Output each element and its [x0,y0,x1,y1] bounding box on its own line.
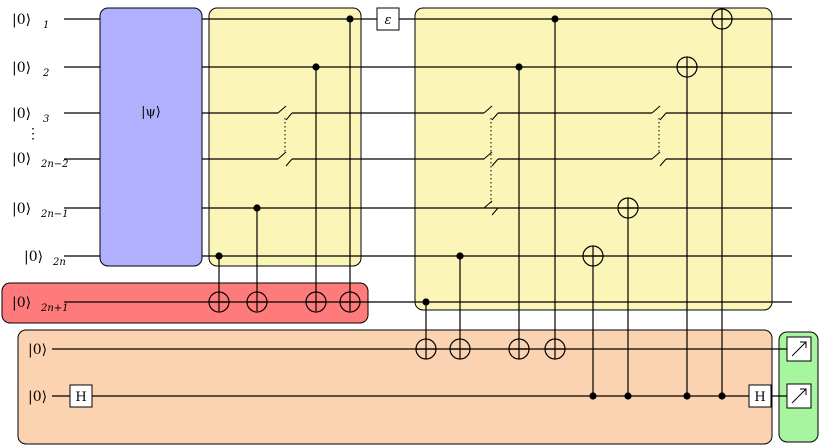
qubit-label-2n: |0⟩ 2n [24,249,66,268]
svg-text:|0⟩: |0⟩ [12,12,31,28]
vertical-ellipsis: ⋮ [26,126,40,142]
svg-text:3: 3 [43,114,49,125]
svg-text:2n−2: 2n−2 [40,159,69,170]
cnot-block1 [208,15,361,313]
control-dot [683,392,691,400]
qubit-label-2: |0⟩ 2 [12,60,49,79]
control-dot [624,392,632,400]
svg-text:|0⟩: |0⟩ [12,151,31,167]
measurement-meter-1 [786,336,812,362]
svg-text:1: 1 [43,20,49,31]
probe-label-2: |0⟩ [28,389,47,405]
control-dot [551,15,559,23]
control-dot [312,63,320,71]
svg-text:|0⟩: |0⟩ [12,295,31,311]
svg-text:|0⟩: |0⟩ [12,106,31,122]
hadamard-gate-right [748,384,772,408]
epsilon-gate [376,7,400,31]
ancilla-label: |0⟩ 2n+1 [12,295,69,314]
oracle-block-1 [208,7,362,267]
psi-gate [99,7,203,267]
ancilla-block [1,282,369,324]
svg-text:2: 2 [42,68,49,79]
qubit-label-2n-2: |0⟩ 2n−2 [12,151,69,170]
control-dot [215,252,223,260]
svg-text:|0⟩: |0⟩ [12,60,31,76]
probe-block [17,329,773,445]
wire-breaks [277,105,667,216]
qubit-label-3: |0⟩ 3 [12,106,49,125]
cnot-block2 [415,15,566,360]
control-dot [456,252,464,260]
control-dot [253,204,261,212]
svg-text:2n: 2n [52,257,66,268]
hadamard-gate-right-label: H [754,390,765,405]
hadamard-gate-left [69,384,93,408]
psi-gate-label: |ψ⟩ [141,105,161,120]
epsilon-gate-label: ε [385,13,392,28]
measurement-meter-2 [786,383,812,409]
qubit-label-2n-1: |0⟩ 2n−1 [12,201,69,220]
svg-text:|0⟩: |0⟩ [24,249,43,265]
svg-text:2n+1: 2n+1 [40,303,69,314]
svg-text:|0⟩: |0⟩ [12,201,31,217]
control-dot [515,63,523,71]
hadamard-gate-left-label: H [75,390,86,405]
svg-text:2n−1: 2n−1 [40,209,69,220]
control-dot [346,15,354,23]
control-dot [718,392,726,400]
cnot-block3 [582,8,733,400]
control-dot [422,298,430,306]
qubit-label-1: |0⟩ 1 [12,12,49,31]
control-dot [589,392,597,400]
probe-label-1: |0⟩ [28,342,47,358]
